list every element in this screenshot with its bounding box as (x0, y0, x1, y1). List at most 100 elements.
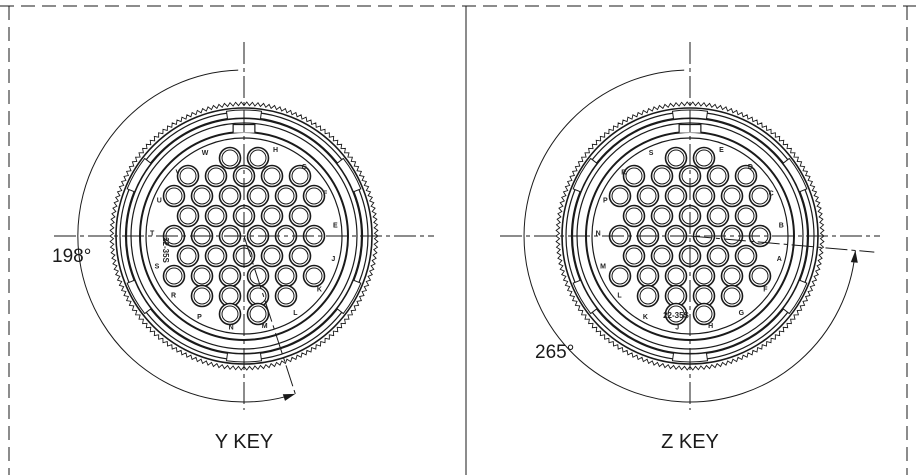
contact-cavity (193, 287, 211, 305)
contact-letter: U (157, 198, 162, 205)
contact-letter: G (739, 310, 745, 317)
contact-cavity-outer (246, 184, 270, 208)
contact-letter: M (600, 264, 606, 271)
contact-cavity (611, 267, 629, 285)
contact-cavity (249, 187, 267, 205)
key-angle-leader (689, 235, 875, 253)
contact-cavity (709, 207, 727, 225)
contact-cavity (723, 287, 741, 305)
contact-cavity-outer (204, 164, 228, 188)
contact-cavity-outer (288, 244, 312, 268)
contact-cavity-outer (162, 264, 186, 288)
contact-cavity-outer (274, 184, 298, 208)
contact-cavity (709, 167, 727, 185)
contact-letter: F (763, 286, 768, 293)
contact-cavity (193, 267, 211, 285)
y-key-label: Y KEY (215, 431, 274, 453)
contact-cavity-outer (706, 244, 730, 268)
contact-letter: P (197, 314, 202, 321)
contact-cavity (625, 207, 643, 225)
contact-cavity (695, 149, 713, 167)
contact-cavity-outer (748, 264, 772, 288)
contact-cavity (305, 267, 323, 285)
contact-cavity-outer (608, 184, 632, 208)
insert-part-marking: 22-35S (663, 311, 689, 320)
contact-cavity-outer (302, 264, 326, 288)
contact-cavity (751, 187, 769, 205)
contact-cavity-outer (246, 264, 270, 288)
contact-cavity (695, 187, 713, 205)
contact-letter: A (777, 256, 782, 263)
bayonet-tab (126, 157, 152, 193)
contact-cavity-outer (650, 204, 674, 228)
contact-letter: S (649, 150, 654, 157)
contact-cavity-outer (274, 264, 298, 288)
contact-letter: H (273, 147, 278, 154)
contact-cavity-outer (218, 302, 242, 326)
contact-cavity-outer (204, 244, 228, 268)
contact-cavity (737, 167, 755, 185)
bayonet-tab (126, 279, 152, 315)
contact-cavity-outer (622, 164, 646, 188)
z-key-angle-label: 265° (535, 342, 574, 363)
contact-letter: V (175, 170, 180, 177)
contact-letter: G (302, 164, 308, 171)
contact-cavity (249, 149, 267, 167)
contact-letter: T (150, 230, 155, 237)
contact-cavity-outer (288, 204, 312, 228)
contact-letter: K (643, 314, 648, 321)
contact-cavity-outer (218, 184, 242, 208)
contact-cavity-outer (664, 184, 688, 208)
contact-cavity (263, 167, 281, 185)
contact-letter: R (621, 170, 626, 177)
arrowhead (282, 393, 296, 401)
contact-cavity (263, 247, 281, 265)
contact-cavity (639, 267, 657, 285)
contact-cavity-outer (190, 264, 214, 288)
contact-cavity (653, 207, 671, 225)
contact-cavity (723, 187, 741, 205)
bayonet-tab (572, 279, 598, 315)
contact-letter: J (675, 325, 679, 332)
contact-cavity (179, 247, 197, 265)
contact-cavity-outer (190, 184, 214, 208)
contact-cavity-outer (650, 164, 674, 188)
contact-cavity-outer (274, 284, 298, 308)
contact-cavity-outer (636, 284, 660, 308)
key-angle-arc (77, 69, 288, 403)
contact-cavity-outer (706, 164, 730, 188)
contact-cavity (305, 187, 323, 205)
contact-cavity (737, 247, 755, 265)
contact-cavity-outer (692, 264, 716, 288)
contact-cavity (179, 207, 197, 225)
contact-cavity (653, 167, 671, 185)
contact-cavity-outer (176, 244, 200, 268)
contact-cavity-outer (260, 164, 284, 188)
contact-letter: E (719, 147, 724, 154)
bayonet-tab (572, 157, 598, 193)
contact-cavity-outer (748, 184, 772, 208)
contact-letter: H (708, 323, 713, 330)
contact-cavity (221, 187, 239, 205)
contact-letter: E (333, 222, 338, 229)
y-key-angle-label: 198° (52, 246, 91, 267)
contact-cavity-outer (608, 264, 632, 288)
bayonet-tab (782, 279, 808, 315)
contact-cavity-outer (622, 204, 646, 228)
contact-letter: W (202, 150, 209, 157)
bayonet-tab (782, 157, 808, 193)
contact-cavity-outer (692, 184, 716, 208)
contact-cavity-outer (218, 264, 242, 288)
contact-cavity (667, 305, 685, 323)
contact-cavity-outer (706, 204, 730, 228)
contact-cavity (667, 149, 685, 167)
contact-cavity (179, 167, 197, 185)
contact-cavity-outer (720, 284, 744, 308)
contact-cavity (291, 167, 309, 185)
contact-cavity-outer (692, 146, 716, 170)
contact-cavity-outer (720, 184, 744, 208)
contact-cavity-outer (288, 164, 312, 188)
contact-cavity (263, 207, 281, 225)
